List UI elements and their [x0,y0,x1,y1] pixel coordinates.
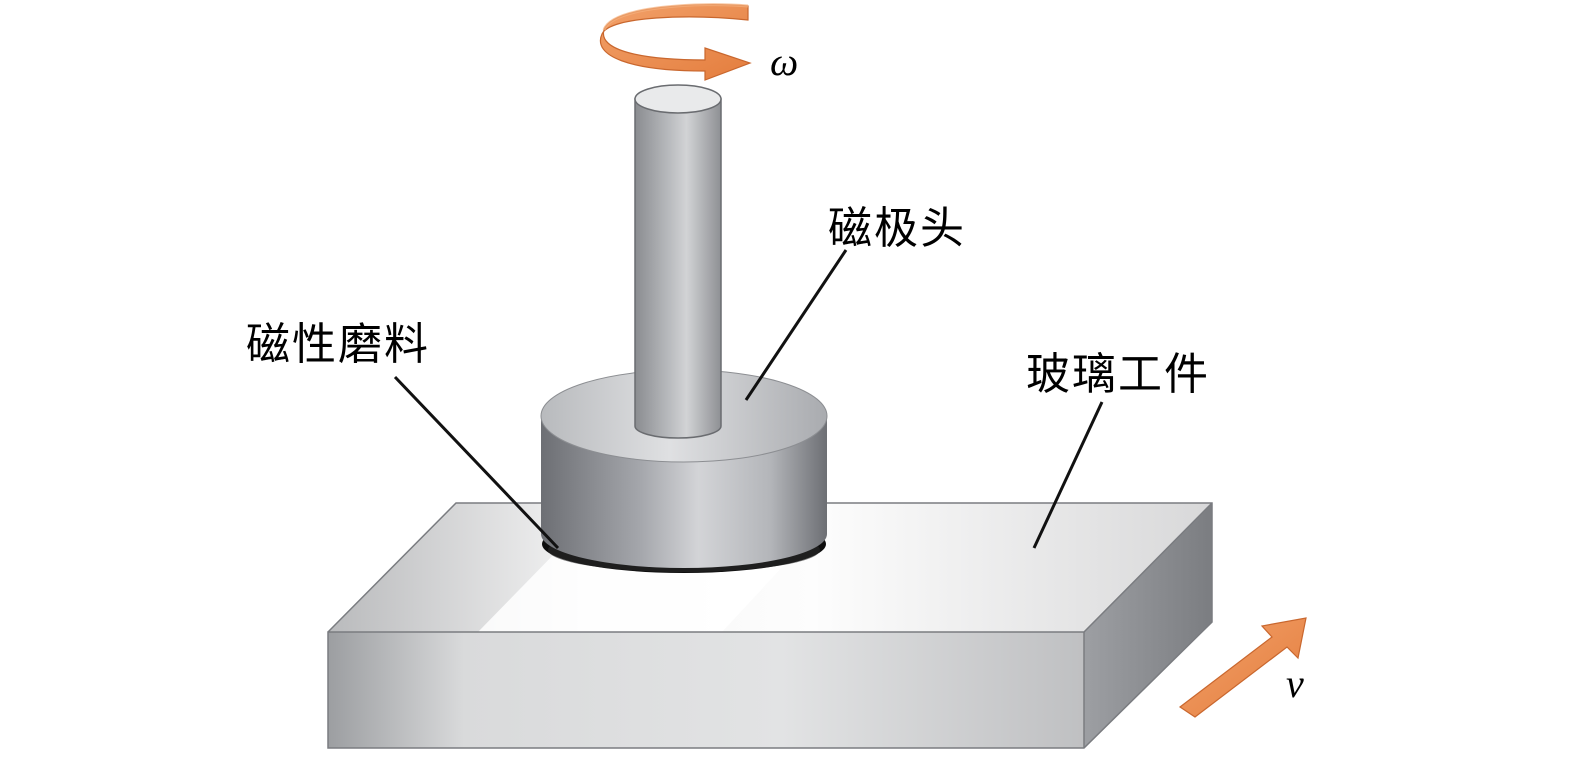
glass-workpiece-side-face [1084,503,1212,748]
feed-velocity-label: v [1286,661,1304,706]
spindle-shaft [634,84,722,439]
leader-line-pole-head [744,249,848,401]
glass-workpiece-label: 玻璃工件 [1026,349,1210,400]
pole-head-label: 磁极头 [828,203,966,254]
rotation-arrow-icon [599,3,752,81]
feed-arrow-icon [1178,617,1307,718]
magnetic-abrasive-label: 磁性磨料 [246,319,430,370]
angular-velocity-label: ω [770,39,799,84]
leader-line-magnetic-abrasive [393,375,560,550]
leader-line-glass-workpiece [1032,401,1104,549]
glass-workpiece-front-face [328,632,1084,748]
spindle-top-face [634,84,722,114]
